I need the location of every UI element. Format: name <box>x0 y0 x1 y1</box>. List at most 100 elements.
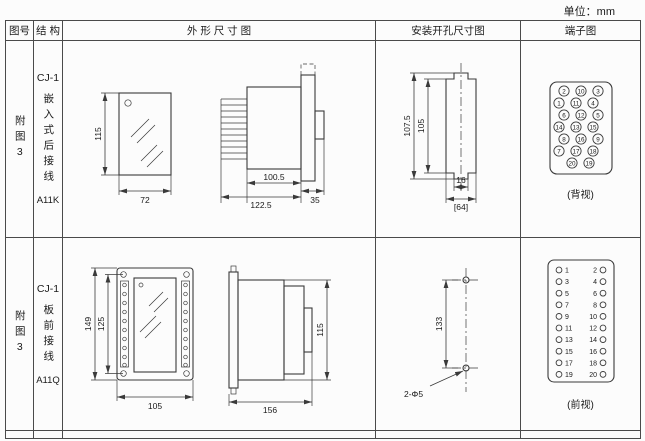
terminal-number: 2 <box>562 88 566 95</box>
outline-cell-row1: 115 72 <box>63 41 376 238</box>
unit-label: 单位：mm <box>563 6 615 18</box>
terminal-circle <box>599 277 606 285</box>
terminal-circle <box>599 300 606 308</box>
terminal-circle <box>599 347 606 355</box>
structure-code: A11Q <box>36 374 60 386</box>
terminal-circle <box>552 144 565 157</box>
terminal-number: 7 <box>565 302 569 309</box>
table-footer-cell <box>521 431 641 439</box>
terminal-circle <box>599 266 606 273</box>
terminal-circle <box>555 312 562 320</box>
structure-code: A11K <box>36 195 60 206</box>
terminal-circle <box>591 132 604 145</box>
terminal-circle <box>574 132 587 145</box>
terminal-circle <box>555 370 562 378</box>
table-footer-cell <box>376 431 521 439</box>
terminal-number: 16 <box>589 348 597 355</box>
install-cell-row2: 133 2-Φ5 <box>376 238 521 431</box>
terminal-number: 10 <box>577 88 585 95</box>
terminal-circle <box>586 96 599 109</box>
install-cell-row1: 107.5 105 16 [64] <box>376 41 521 238</box>
terminal-number: 12 <box>589 325 597 332</box>
terminal-circle <box>569 96 582 109</box>
outline-front-view-row2: 149 125 105 <box>83 267 194 411</box>
terminal-number: 3 <box>565 279 569 286</box>
terminal-circle <box>552 96 565 109</box>
terminal-circle <box>599 370 606 378</box>
terminal-circle <box>574 108 587 121</box>
table-footer-cell <box>63 431 376 439</box>
terminal-circle <box>574 84 587 97</box>
terminal-number: 15 <box>565 348 573 355</box>
terminal-number: 5 <box>596 112 600 119</box>
terminal-number: 2 <box>593 267 597 274</box>
terminal-number: 16 <box>577 136 585 143</box>
terminal-view-label: (背视) <box>567 189 594 201</box>
dim-label-outer: 107.5 <box>402 115 412 137</box>
structure-cell-row1: CJ-1 嵌入式后接线 A11K <box>34 41 63 238</box>
table-footer-cell <box>34 431 63 439</box>
terminal-number: 15 <box>589 124 597 131</box>
terminal-circle <box>582 156 595 169</box>
header-terminal-col: 端子图 <box>521 21 641 41</box>
terminal-number: 11 <box>565 325 572 332</box>
terminal-circle <box>569 120 582 133</box>
header-install-col: 安装开孔尺寸图 <box>376 21 521 41</box>
table-footer-cell <box>6 431 34 439</box>
terminal-number: 6 <box>562 112 566 119</box>
install-hole-view-row1: 107.5 105 16 [64] <box>402 63 477 212</box>
terminal-number: 1 <box>557 100 561 107</box>
terminal-circle <box>565 156 578 169</box>
dim-label-width: 105 <box>148 401 162 411</box>
terminal-circle <box>552 120 565 133</box>
terminal-number: 8 <box>593 302 597 309</box>
dim-label-front: 35 <box>310 195 320 205</box>
terminal-circle <box>555 335 562 343</box>
terminal-number: 10 <box>589 314 597 321</box>
terminal-number: 17 <box>565 360 573 367</box>
figure-number-cell-row1: 附图3 <box>6 41 34 238</box>
figure-number-cell-row2: 附图3 <box>6 238 34 431</box>
header-structure-col: 结 构 <box>34 21 63 41</box>
terminal-number: 19 <box>565 372 573 379</box>
terminal-number: 17 <box>572 148 580 155</box>
terminal-circle <box>599 335 606 343</box>
terminal-number: 8 <box>562 136 566 143</box>
structure-type: 嵌入式后接线 <box>42 93 55 186</box>
outline-side-view-row1: 100.5 122.5 35 <box>220 63 325 210</box>
dim-label-outer: 149 <box>83 317 93 331</box>
terminal-number: 13 <box>572 124 580 131</box>
terminal-number: 7 <box>557 148 561 155</box>
terminal-circle <box>591 84 604 97</box>
dim-label-height: 115 <box>315 323 325 337</box>
terminal-number: 13 <box>565 337 573 344</box>
terminal-circle <box>557 132 570 145</box>
terminal-circle <box>555 324 562 331</box>
terminal-number: 19 <box>585 160 593 167</box>
terminal-circle <box>555 289 562 297</box>
terminal-number: 20 <box>568 160 576 167</box>
header-outline-col: 外 形 尺 寸 图 <box>63 21 376 41</box>
terminal-circle <box>599 312 606 320</box>
dim-label-width: [64] <box>454 202 468 212</box>
structure-cell-row2: CJ-1 板前接线 A11Q <box>34 238 63 431</box>
terminal-number: 9 <box>565 314 569 321</box>
dim-label-body: 100.5 <box>263 172 285 182</box>
terminal-number: 14 <box>589 337 597 344</box>
terminal-number: 6 <box>593 290 597 297</box>
terminal-number: 18 <box>589 148 597 155</box>
structure-model: CJ-1 <box>36 282 60 295</box>
terminal-number: 20 <box>589 372 597 379</box>
terminal-number: 4 <box>591 100 595 107</box>
terminal-circle <box>586 144 599 157</box>
outline-side-view-row2: 156 115 <box>228 265 331 415</box>
dim-label-width: 72 <box>140 195 150 205</box>
terminal-number: 4 <box>593 279 597 286</box>
outline-front-view-row1: 115 72 <box>93 92 172 205</box>
hole-size-label: 2-Φ5 <box>404 389 423 399</box>
